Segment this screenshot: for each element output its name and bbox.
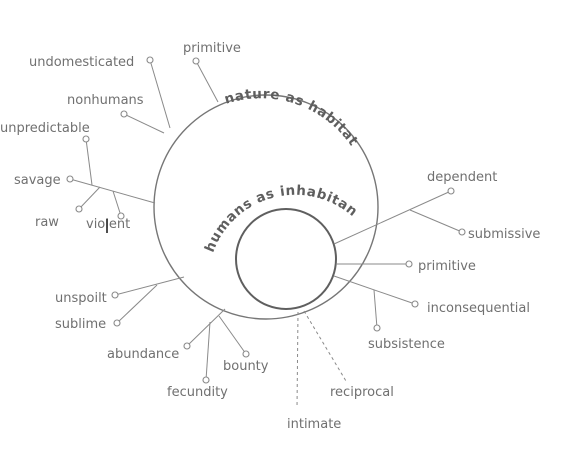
- savage-label: savage: [14, 173, 61, 188]
- bottom-branches: [183, 308, 250, 384]
- primitive-right-label: primitive: [418, 259, 476, 274]
- undomesticated-node: [146, 56, 154, 64]
- subsistence-label: subsistence: [368, 337, 445, 352]
- bounty-label: bounty: [223, 359, 269, 374]
- sublime-node: [113, 319, 121, 327]
- intimate-link: [296, 311, 299, 409]
- dependent-label: dependent: [427, 170, 497, 185]
- upper-left-branches: [120, 56, 219, 134]
- violent-label: violent: [86, 217, 130, 232]
- humans-inhabitants-circle: [235, 208, 337, 310]
- right-branches: [333, 187, 466, 332]
- abundance-label: abundance: [107, 347, 179, 362]
- reciprocal-link: [303, 310, 347, 382]
- abundance-node: [183, 342, 191, 350]
- intimate-label: intimate: [287, 417, 341, 432]
- fecundity-node: [202, 376, 210, 384]
- unspoilt-node: [111, 291, 119, 299]
- primitive-top-node: [192, 57, 200, 65]
- reciprocal-label: reciprocal: [330, 385, 394, 400]
- raw-node: [75, 205, 83, 213]
- inconsequential-label: inconsequential: [427, 301, 530, 316]
- lower-left-branches: [111, 276, 185, 327]
- bounty-node: [242, 350, 250, 358]
- raw-label: raw: [35, 215, 59, 230]
- left-branches: [66, 135, 156, 220]
- violent-node: [117, 212, 125, 220]
- dependent-node: [447, 187, 455, 195]
- nature-habitat-circle: [153, 94, 379, 320]
- primitive-right-node: [405, 260, 413, 268]
- undomesticated-label: undomesticated: [29, 55, 134, 70]
- savage-node: [66, 175, 74, 183]
- submissive-label: submissive: [468, 227, 540, 242]
- unpredictable-node: [82, 135, 90, 143]
- unspoilt-label: unspoilt: [55, 291, 107, 306]
- unpredictable-label: unpredictable: [0, 121, 90, 136]
- nonhumans-node: [120, 110, 128, 118]
- dashed-relations: [296, 310, 347, 409]
- fecundity-label: fecundity: [167, 385, 228, 400]
- primitive-top-label: primitive: [183, 41, 241, 56]
- nonhumans-label: nonhumans: [67, 93, 144, 108]
- submissive-node: [458, 228, 466, 236]
- nature-as-habitat-label: nature as habitat: [223, 86, 362, 149]
- sublime-label: sublime: [55, 317, 106, 332]
- subsistence-node: [373, 324, 381, 332]
- inconsequential-node: [411, 300, 419, 308]
